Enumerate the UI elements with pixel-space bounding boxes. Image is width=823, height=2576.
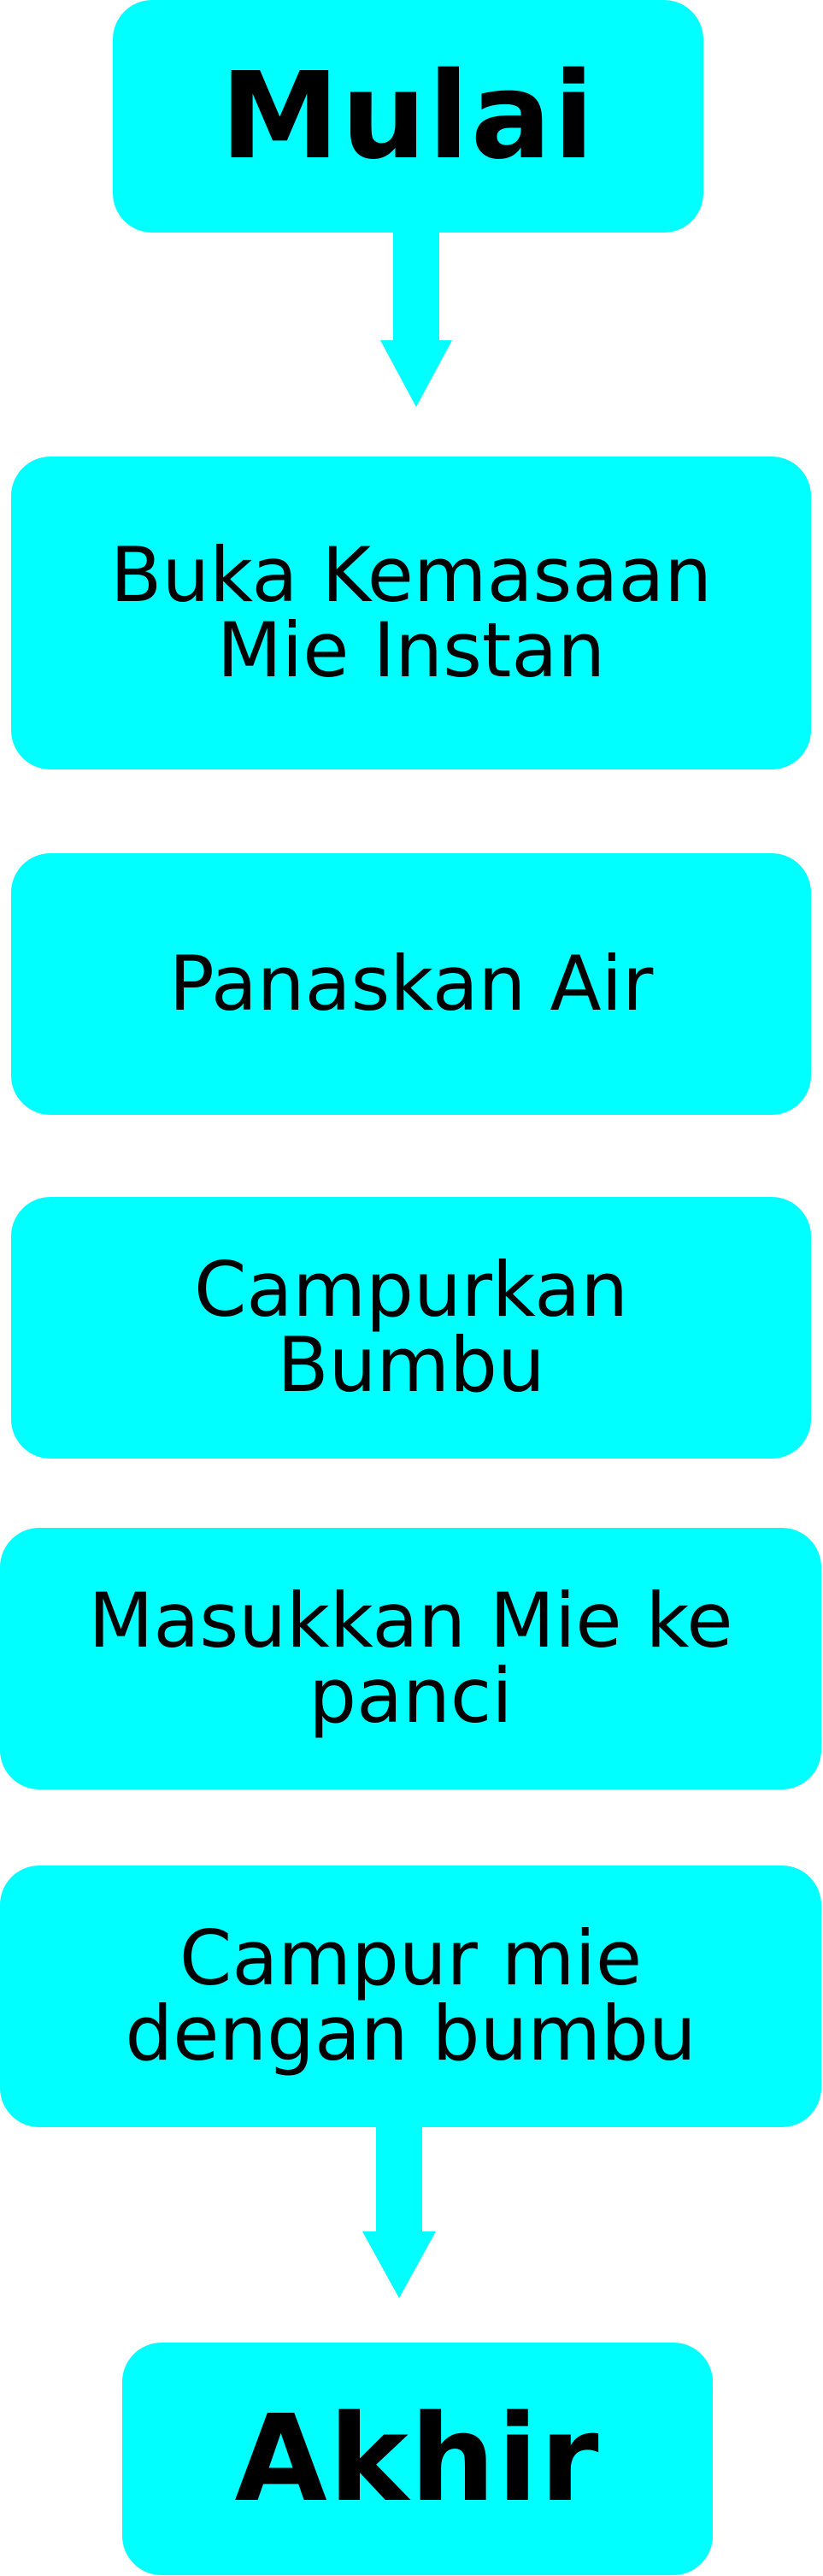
start-label: Mulai	[220, 46, 597, 186]
step-box-5: Campur mie dengan bumbu	[0, 1866, 821, 2127]
step-label-2: Panaskan Air	[168, 940, 654, 1028]
arrow-step5-to-end	[362, 2124, 436, 2298]
step-label-4: Masukkan Mie ke panci	[88, 1577, 733, 1740]
end-label: Akhir	[234, 2389, 601, 2529]
start-terminal: Mulai	[113, 0, 703, 233]
step-label-5: Campur mie dengan bumbu	[125, 1914, 697, 2078]
end-terminal: Akhir	[122, 2343, 713, 2575]
step-box-4: Masukkan Mie ke panci	[0, 1528, 821, 1789]
step-box-3: Campurkan Bumbu	[11, 1197, 811, 1459]
arrow-start-to-step1	[380, 229, 452, 407]
step-box-2: Panaskan Air	[11, 853, 811, 1115]
step-label-1: Buka Kemasaan Mie Instan	[109, 531, 713, 694]
step-box-1: Buka Kemasaan Mie Instan	[11, 457, 811, 769]
step-label-3: Campurkan Bumbu	[193, 1246, 629, 1409]
